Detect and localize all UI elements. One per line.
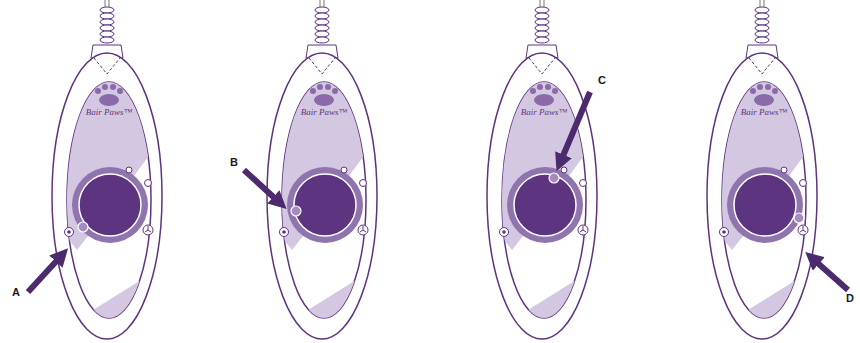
callout-letter: A bbox=[12, 286, 20, 298]
brand-name: Bair Paws™ bbox=[521, 107, 568, 117]
callout-letter: C bbox=[598, 74, 606, 86]
callout-letter: B bbox=[230, 156, 238, 168]
brand-name: Bair Paws™ bbox=[301, 107, 348, 117]
callout-letter: D bbox=[846, 292, 854, 304]
brand-name: Bair Paws™ bbox=[86, 107, 133, 117]
brand-name: Bair Paws™ bbox=[741, 107, 788, 117]
